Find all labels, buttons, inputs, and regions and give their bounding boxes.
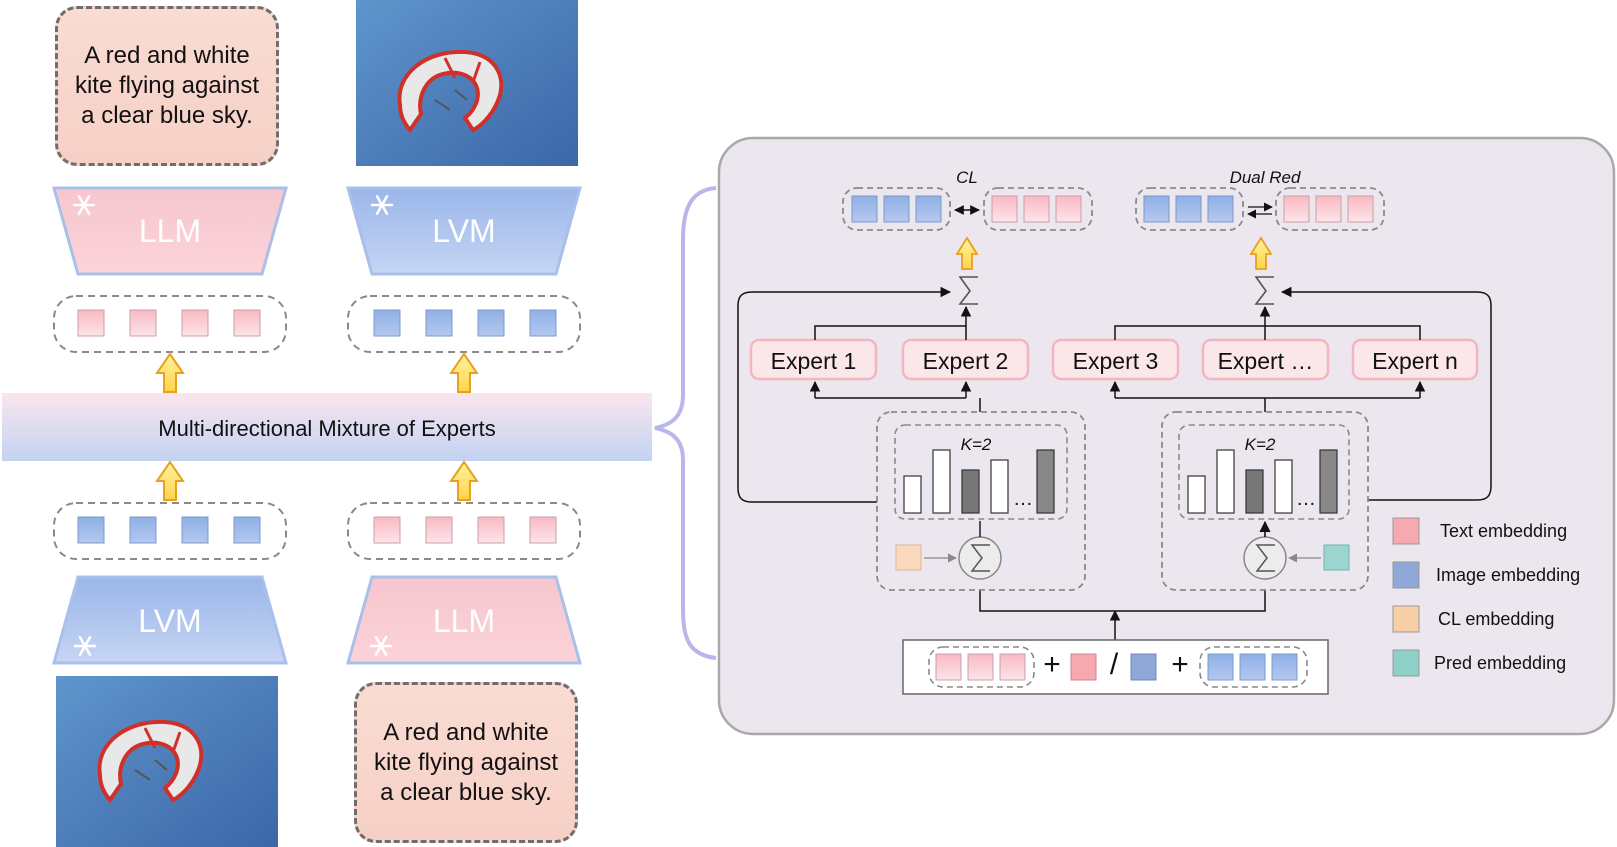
expert-boxes [749,338,1479,381]
router-k-left: K=2 [960,435,992,454]
yellow-up-arrows [155,352,479,501]
caption-top-text: A red and white kite flying against a cl… [74,42,260,129]
encoder-label-bottom-left: LVM [138,603,202,639]
loss-label-dual-red: Dual Red [1229,168,1301,187]
embedding-row-top-right [347,295,581,353]
kite-drawing-top [397,49,504,134]
dual-red-output-pair [1135,187,1385,231]
sum-symbol-top [958,276,1274,305]
router-score-box-right [1178,424,1350,520]
encoder-label-top-right: LVM [432,213,496,249]
router-gating-right [1243,520,1350,580]
expert-label-1: Expert 1 [770,348,857,374]
router-bars-right [1187,449,1338,514]
router-gating-left [895,521,1002,580]
legend-text-embedding: Text embedding [1440,521,1568,541]
yellow-up-arrows-panel [955,236,1273,270]
router-right [1161,411,1369,591]
lvm-encoder-bottom [52,575,288,665]
router-left [876,411,1086,591]
input-plus-1: + [1043,648,1061,681]
loss-label-cl: CL [956,168,978,187]
legend-swatches [1392,517,1420,677]
snowflake-icon [72,195,394,656]
llm-encoder-top [52,186,288,276]
expert-connectors [737,286,1492,640]
input-slash: / [1109,648,1119,681]
expert-label-n: Expert n [1372,348,1458,374]
router-ellipsis-right: … [1296,488,1316,510]
expert-label-2: Expert 2 [922,348,1009,374]
legend-cl-embedding: CL embedding [1438,609,1555,629]
cl-output-pair [842,187,1093,231]
lvm-encoder-top [346,186,582,276]
expert-label-ellipsis: Expert … [1217,348,1314,374]
expert-label-3: Expert 3 [1072,348,1159,374]
moe-title: Multi-directional Mixture of Experts [158,416,496,441]
input-plus-2: + [1171,648,1189,681]
caption-bottom-text: A red and white kite flying against a cl… [373,718,559,806]
embedding-row-top-left [53,295,287,353]
kite-image-top [356,0,578,166]
router-score-box-left [894,424,1068,520]
legend-image-embedding: Image embedding [1436,565,1581,585]
encoder-label-top-left: LLM [138,213,202,249]
expand-bracket [654,186,717,660]
embedding-row-bottom-left [53,502,287,560]
router-bars-left [903,449,1055,514]
kite-image-bottom [56,676,278,847]
input-embeddings [902,639,1329,695]
caption-bottom: A red and white kite flying against a cl… [354,682,578,843]
moe-bar [2,393,652,461]
encoder-label-bottom-right: LLM [432,603,496,639]
router-k-right: K=2 [1244,435,1276,454]
caption-top: A red and white kite flying against a cl… [55,6,279,166]
legend-pred-embedding: Pred embedding [1434,653,1567,673]
kite-drawing-bottom [97,719,204,804]
router-ellipsis-left: … [1013,488,1033,510]
embedding-row-bottom-right [347,502,581,560]
llm-encoder-bottom [346,575,582,665]
